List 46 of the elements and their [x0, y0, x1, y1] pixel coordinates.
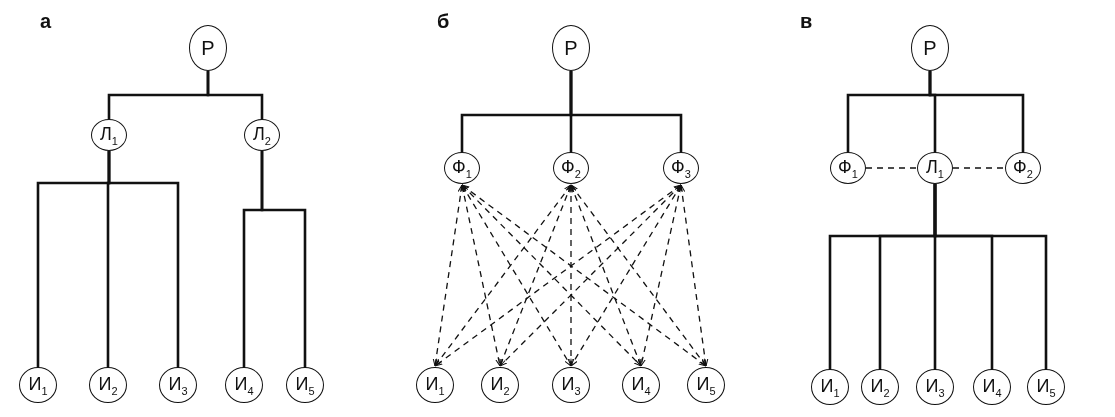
- dashed-connector: [570, 184, 707, 367]
- ellipse-node: И$_{2}$: [89, 367, 127, 403]
- panel-letter: а: [40, 10, 52, 33]
- ellipse-node: И$_{4}$: [225, 367, 263, 403]
- ellipse-node: Ф$_{2}$: [553, 152, 589, 184]
- ellipse-node: Л$_{2}$: [244, 119, 280, 151]
- dashed-connector: [952, 167, 1006, 169]
- ellipse-node: Р: [189, 25, 227, 71]
- ellipse-node: Ф$_{1}$: [830, 152, 866, 184]
- dashed-connector: [570, 184, 642, 367]
- dashed-connector: [461, 184, 707, 367]
- connector-line: [260, 151, 307, 367]
- ellipse-node: Л$_{1}$: [91, 119, 127, 151]
- connector-line: [206, 71, 264, 119]
- ellipse-node: И$_{3}$: [159, 367, 197, 403]
- dashed-connector: [461, 184, 642, 367]
- panel-letter: в: [800, 10, 813, 33]
- ellipse-node: Ф$_{3}$: [663, 152, 699, 184]
- ellipse-node: И$_{3}$: [552, 367, 590, 403]
- connector-line: [933, 184, 1048, 369]
- panel-letter: б: [437, 10, 450, 33]
- ellipse-node: И$_{2}$: [481, 367, 519, 403]
- ellipse-node: Ф$_{1}$: [444, 152, 480, 184]
- ellipse-node: Л$_{1}$: [917, 152, 953, 184]
- ellipse-node: И$_{5}$: [1027, 369, 1065, 405]
- ellipse-node: Р: [552, 25, 590, 71]
- ellipse-node: И$_{1}$: [416, 367, 454, 403]
- ellipse-node: Ф$_{2}$: [1005, 152, 1041, 184]
- connector-line: [928, 71, 1025, 152]
- ellipse-node: И$_{2}$: [861, 369, 899, 405]
- ellipse-node: И$_{3}$: [916, 369, 954, 405]
- connector-line: [107, 151, 180, 367]
- ellipse-node: И$_{4}$: [622, 367, 660, 403]
- dashed-connector: [499, 184, 682, 367]
- dashed-connector: [499, 184, 572, 367]
- ellipse-node: Р: [911, 25, 949, 71]
- dashed-connector: [570, 184, 682, 367]
- connector-line: [569, 71, 683, 152]
- dashed-connector: [865, 167, 918, 169]
- dashed-connector: [434, 184, 572, 367]
- ellipse-node: И$_{1}$: [19, 367, 57, 403]
- ellipse-node: И$_{5}$: [687, 367, 725, 403]
- ellipse-node: И$_{1}$: [811, 369, 849, 405]
- ellipse-node: И$_{4}$: [973, 369, 1011, 405]
- dashed-connector: [678, 184, 709, 367]
- ellipse-node: И$_{5}$: [286, 367, 324, 403]
